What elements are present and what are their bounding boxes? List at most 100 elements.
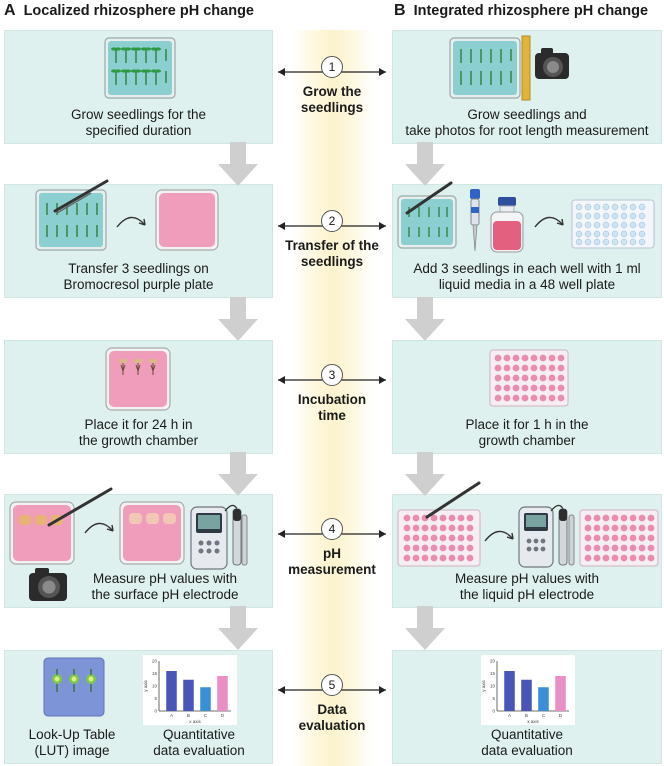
y-tick-label: 10 [490, 684, 496, 689]
lut-caption-line1: Look-Up Table [28, 727, 116, 742]
x-tick-label: B [187, 713, 190, 718]
bar [183, 679, 194, 711]
left-panel-transfer: Transfer 3 seedlings on Bromocresol purp… [4, 179, 273, 298]
step-label-line2: seedlings [300, 254, 364, 269]
pipette-icon [470, 189, 480, 252]
step-label-line1: Data [317, 702, 347, 717]
step-label-line2: seedlings [300, 100, 364, 115]
right-caption-4-line2: the liquid pH electrode [459, 587, 595, 602]
pink-well-plate-icon [489, 349, 569, 407]
left-caption-1-line2: specified duration [85, 123, 192, 138]
down-arrow-icon [218, 297, 258, 341]
y-tick-label: 15 [152, 671, 158, 676]
well-plate-48-icon [571, 199, 655, 249]
seedling-plate-icon [35, 189, 107, 251]
right-caption-2-line1: Add 3 seedlings in each well with 1 ml [413, 261, 641, 276]
lut-image-icon [43, 657, 105, 717]
forceps-icon [425, 481, 481, 519]
media-bottle-icon [490, 197, 524, 253]
down-arrow-icon [218, 452, 258, 496]
curved-arrow-icon [116, 216, 146, 228]
camera-icon [29, 568, 67, 601]
right-panel-grow: Grow seedlings and take photos for root … [392, 30, 662, 144]
step-label-line1: pH [323, 546, 341, 561]
down-arrow-icon [405, 142, 445, 186]
x-axis-label: x axis [527, 719, 539, 724]
forceps-icon [405, 181, 453, 215]
forceps-icon [53, 179, 109, 214]
step-number-badge: 3 [321, 364, 343, 386]
left-caption-4-line1: Measure pH values with [92, 571, 238, 586]
y-tick-label: 0 [492, 709, 495, 714]
step-1: 1 Grow the seedlings [276, 56, 388, 116]
x-tick-label: C [542, 713, 546, 718]
x-tick-label: C [204, 713, 208, 718]
right-quant-caption-line1: Quantitative [490, 727, 564, 742]
right-caption-1-line1: Grow seedlings and [467, 107, 587, 122]
right-caption-3-line2: growth chamber [478, 433, 576, 448]
curved-arrow-icon [534, 216, 564, 228]
bar [217, 676, 228, 711]
left-caption-4-line2: the surface pH electrode [91, 587, 239, 602]
step-number-badge: 1 [321, 56, 343, 78]
bcp-plate-seedlings-icon [105, 347, 171, 411]
step-label-line2: time [318, 408, 346, 423]
bcp-plate-yellow-zones-icon [119, 501, 185, 565]
left-panel-grow: Grow seedlings for the specified duratio… [4, 30, 273, 144]
left-panel-incubation: Place it for 24 h in the growth chamber [4, 340, 273, 454]
down-arrow-icon [405, 606, 445, 650]
right-panel-measure: Measure pH values with the liquid pH ele… [392, 481, 662, 608]
step-label-line2: measurement [288, 562, 376, 577]
step-number-badge: 5 [321, 674, 343, 696]
pink-well-plate-icon [579, 509, 659, 567]
down-arrow-icon [218, 606, 258, 650]
right-caption-3-line1: Place it for 1 h in the [465, 417, 589, 432]
left-quant-caption-line1: Quantitative [162, 727, 236, 742]
right-panel-incubation: Place it for 1 h in the growth chamber [392, 340, 662, 454]
column-b-letter: B [394, 2, 406, 19]
bar [538, 687, 549, 711]
down-arrow-icon [405, 297, 445, 341]
right-caption-4-line1: Measure pH values with [454, 571, 600, 586]
left-caption-2-line1: Transfer 3 seedlings on [68, 261, 209, 276]
left-panel-measure: Measure pH values with the surface pH el… [4, 487, 273, 608]
column-b-title: Integrated rhizosphere pH change [413, 3, 649, 19]
bar [555, 676, 566, 711]
bar [521, 679, 532, 711]
ruler-icon [521, 35, 531, 101]
step-2: 2 Transfer of the seedlings [276, 210, 388, 270]
y-axis-label: y axis [481, 680, 486, 692]
x-tick-label: D [559, 713, 563, 718]
column-a-letter: A [4, 2, 16, 19]
left-caption-3-line2: the growth chamber [78, 433, 199, 448]
seedling-plate-icon [104, 37, 176, 99]
pink-well-plate-icon [397, 509, 481, 567]
left-caption-2-line2: Bromocresol purple plate [63, 277, 214, 292]
x-tick-label: D [221, 713, 225, 718]
bcp-plate-icon [155, 189, 219, 251]
curved-arrow-icon [84, 522, 114, 534]
down-arrow-icon [218, 142, 258, 186]
right-quant-caption-line2: data evaluation [481, 743, 573, 758]
y-tick-label: 5 [492, 696, 495, 701]
y-tick-label: 0 [154, 709, 157, 714]
ph-meter-icon [190, 504, 248, 570]
step-label-line1: Transfer of the [285, 238, 379, 253]
right-caption-1-line2: take photos for root length measurement [405, 123, 649, 138]
step-label-line1: Incubation [297, 392, 367, 407]
center-highlight-band [292, 30, 374, 766]
left-caption-1-line1: Grow seedlings for the [70, 107, 207, 122]
ph-meter-icon [518, 504, 575, 568]
step-label-line2: evaluation [298, 718, 366, 733]
left-caption-3-line1: Place it for 24 h in [84, 417, 193, 432]
y-tick-label: 10 [152, 684, 158, 689]
y-axis-label: y axis [143, 680, 148, 692]
y-tick-label: 15 [490, 671, 496, 676]
x-tick-label: B [525, 713, 528, 718]
x-tick-label: A [508, 713, 511, 718]
column-b-header: B Integrated rhizosphere pH change [394, 2, 648, 20]
step-3: 3 Incubation time [276, 364, 388, 424]
